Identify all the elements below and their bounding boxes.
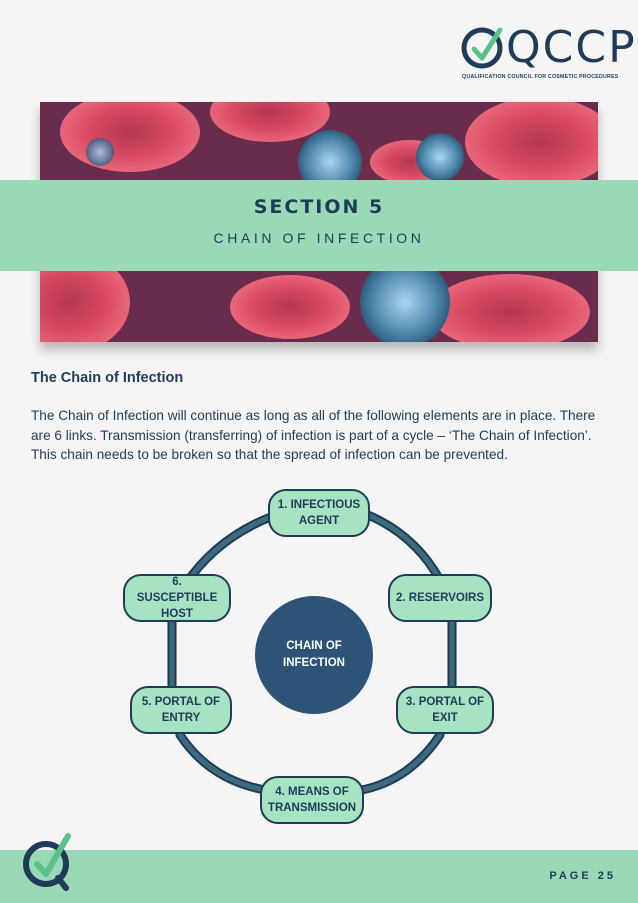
link-portal-of-entry: 5. PORTAL OF ENTRY (130, 686, 232, 734)
qccp-logo: QCCP QUALIFICATION COUNCIL FOR COSMETIC … (458, 22, 635, 84)
link-reservoirs: 2. RESERVOIRS (388, 574, 492, 622)
footer-logo-icon (23, 833, 71, 891)
link-infectious-agent: 1. INFECTIOUS AGENT (268, 489, 370, 537)
section-band (0, 180, 638, 271)
content-paragraph: The Chain of Infection will continue as … (31, 408, 596, 462)
footer-band (0, 850, 638, 903)
section-subtitle: CHAIN OF INFECTION (213, 230, 425, 246)
chain-center-circle: CHAIN OF INFECTION (255, 596, 373, 714)
content-heading: The Chain of Infection (31, 370, 184, 386)
link-means-of-transmission: 4. MEANS OF TRANSMISSION (260, 776, 364, 824)
logo-check-icon (461, 27, 503, 69)
logo-wordmark: QCCP (506, 22, 637, 73)
section-title: SECTION 5 (253, 196, 385, 218)
link-portal-of-exit: 3. PORTAL OF EXIT (396, 686, 494, 734)
logo-subtitle: QUALIFICATION COUNCIL FOR COSMETIC PROCE… (462, 74, 619, 80)
link-susceptible-host: 6. SUSCEPTIBLE HOST (123, 574, 231, 622)
page-number: PAGE 25 (549, 870, 616, 882)
